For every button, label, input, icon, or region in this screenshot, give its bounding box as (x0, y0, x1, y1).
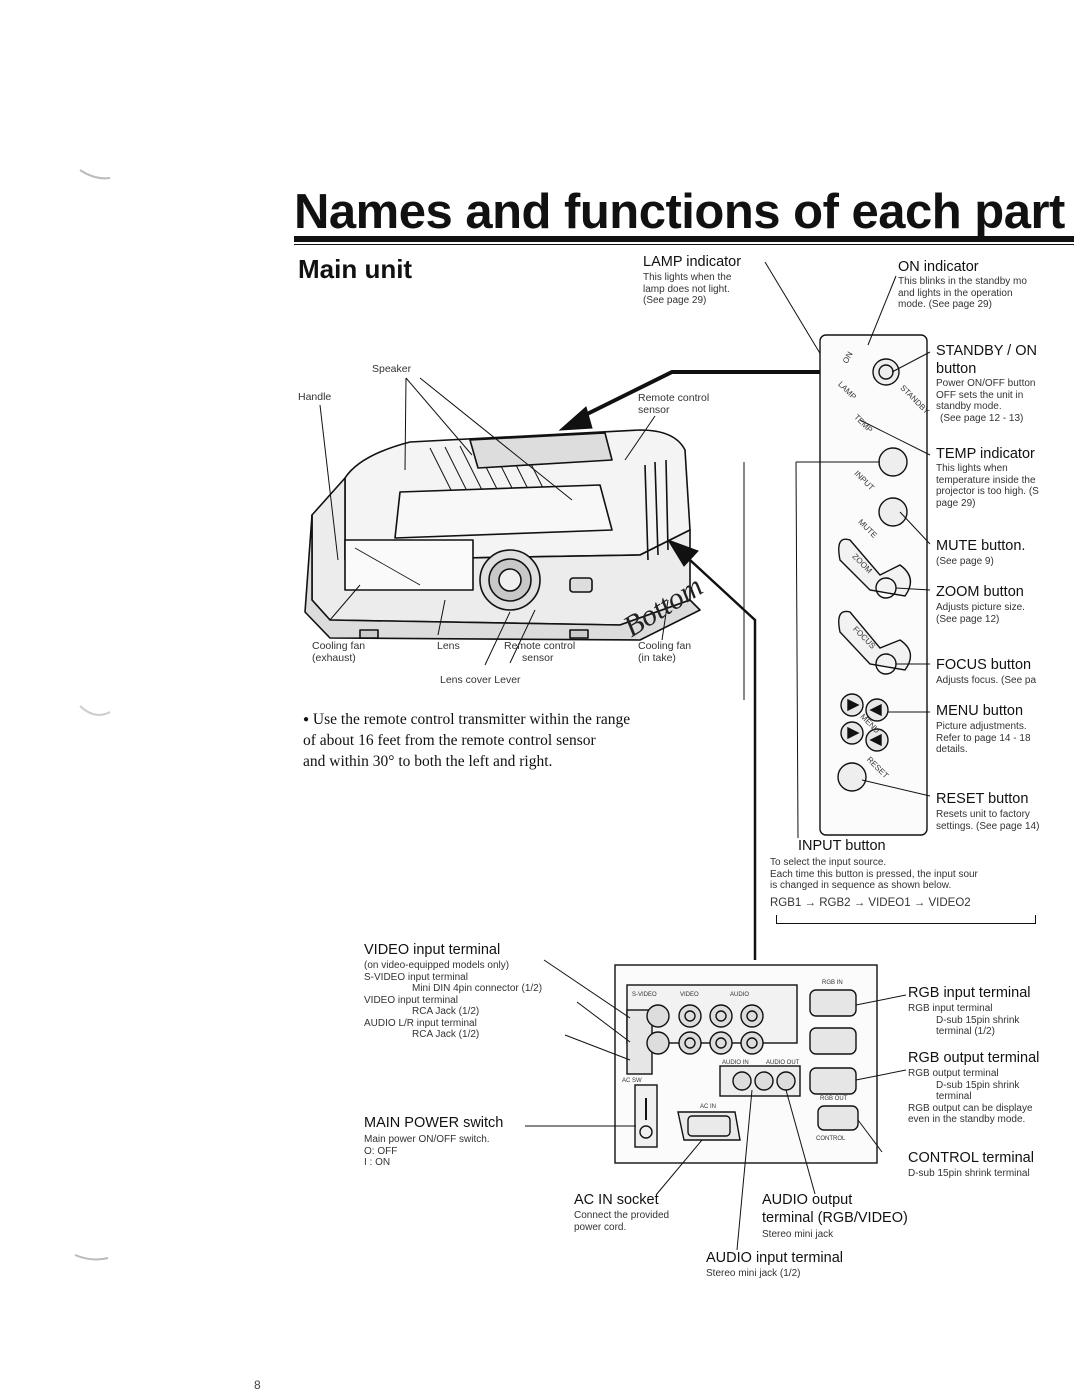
rear-leader-lines (525, 959, 907, 1251)
rgb-output-terminal-desc: RGB output terminal D-sub 15pin shrink t… (908, 1068, 1033, 1125)
temp-indicator-label: TEMP indicator (936, 446, 1035, 462)
rgb-input-terminal-desc: RGB input terminal D-sub 15pin shrink te… (908, 1003, 1020, 1037)
rgb-output-terminal-label: RGB output terminal (908, 1050, 1040, 1066)
control-terminal-desc: D-sub 15pin shrink terminal (908, 1168, 1030, 1179)
ac-in-socket-label: AC IN socket (574, 1192, 659, 1208)
standby-button-label: STANDBY / ON button (936, 343, 1037, 377)
input-sequence: RGB1 → RGB2 → VIDEO1 → VIDEO2 (770, 897, 971, 909)
page-title: Names and functions of each part (294, 185, 1065, 239)
video-input-terminal-desc: (on video-equipped models only) S-VIDEO … (364, 960, 543, 1040)
cooling-fan-exhaust-label: Cooling fan (exhaust) (312, 640, 366, 664)
ac-in-socket-desc: Connect the provided power cord. (574, 1210, 670, 1233)
zoom-button-desc: Adjusts picture size. (See page 12) (936, 602, 1025, 625)
lens-label: Lens (437, 640, 460, 652)
menu-button-label: MENU button (936, 703, 1024, 719)
main-power-switch-label: MAIN POWER switch (364, 1115, 504, 1131)
temp-indicator-desc: This lights when temperature inside the … (936, 463, 1039, 509)
rear-svideo-glyph: S-VIDEO (632, 992, 657, 998)
range-note: ● Use the remote control transmitter wit… (303, 711, 631, 770)
mute-button-label: MUTE button. (936, 538, 1026, 554)
input-button-desc: To select the input source. Each time th… (770, 857, 978, 891)
lens-cover-lever-label: Lens cover Lever (440, 674, 521, 686)
audio-output-terminal-label: AUDIO output terminal (RGB/VIDEO) (762, 1192, 908, 1226)
title-rule-thin (294, 244, 1074, 245)
video-input-terminal-label: VIDEO input terminal (364, 942, 501, 958)
reset-button-desc: Resets unit to factory settings. (See pa… (936, 809, 1040, 832)
on-indicator-label: ON indicator (898, 259, 979, 275)
lamp-indicator-desc: This lights when the lamp does not light… (643, 272, 732, 306)
scan-mark (79, 169, 111, 180)
projector-illustration (304, 429, 701, 641)
control-panel (819, 334, 928, 836)
rear-ac-sw-glyph: AC SW (622, 1078, 642, 1084)
rear-audio-glyph: AUDIO (730, 992, 750, 998)
rear-rgb-in-glyph: RGB IN (822, 980, 843, 986)
rear-video-glyph: VIDEO (680, 992, 699, 998)
remote-sensor-top-label: Remote control sensor (638, 392, 710, 416)
on-indicator-desc: This blinks in the standby mo and lights… (898, 276, 1027, 310)
zoom-button-label: ZOOM button (936, 584, 1024, 600)
panel-leader-lines (743, 275, 931, 839)
rear-audio-out-glyph: AUDIO OUT (766, 1060, 800, 1066)
speaker-label: Speaker (372, 363, 412, 375)
rear-audio-in-glyph: AUDIO IN (722, 1060, 749, 1066)
main-power-switch-desc: Main power ON/OFF switch. O: OFF I : ON (364, 1134, 490, 1168)
audio-input-terminal-desc: Stereo mini jack (1/2) (706, 1268, 801, 1279)
scan-mark (74, 1254, 109, 1261)
projector-leader-lines (319, 261, 831, 666)
audio-output-terminal-desc: Stereo mini jack (762, 1229, 834, 1240)
rgb-input-terminal-label: RGB input terminal (908, 985, 1031, 1001)
standby-button-desc: Power ON/OFF button OFF sets the unit in… (936, 378, 1036, 424)
reset-button-label: RESET button (936, 791, 1029, 807)
input-button-label: INPUT button (798, 838, 886, 854)
remote-sensor-front-label: Remote control sensor (504, 640, 576, 664)
control-terminal-label: CONTROL terminal (908, 1150, 1034, 1166)
rear-terminal-panel (614, 964, 878, 1164)
audio-input-terminal-label: AUDIO input terminal (706, 1250, 843, 1266)
lamp-indicator-label: LAMP indicator (643, 254, 742, 270)
bullet-icon: ● (303, 714, 310, 725)
title-rule (294, 236, 1074, 242)
focus-button-desc: Adjusts focus. (See pa (936, 675, 1037, 686)
handle-label: Handle (298, 391, 332, 403)
rear-control-glyph: CONTROL (816, 1136, 846, 1142)
cooling-fan-intake-label: Cooling fan (in take) (638, 640, 692, 664)
input-sequence-loop (776, 915, 1036, 924)
mute-button-desc: (See page 9) (936, 556, 994, 567)
rear-ac-in-glyph: AC IN (700, 1104, 717, 1110)
section-title: Main unit (298, 254, 413, 284)
scan-mark (79, 705, 111, 716)
page-number: 8 (254, 1378, 261, 1392)
rear-rgb-out-glyph: RGB OUT (820, 1096, 848, 1102)
menu-button-desc: Picture adjustments. Refer to page 14 - … (936, 721, 1031, 755)
focus-button-label: FOCUS button (936, 657, 1032, 673)
